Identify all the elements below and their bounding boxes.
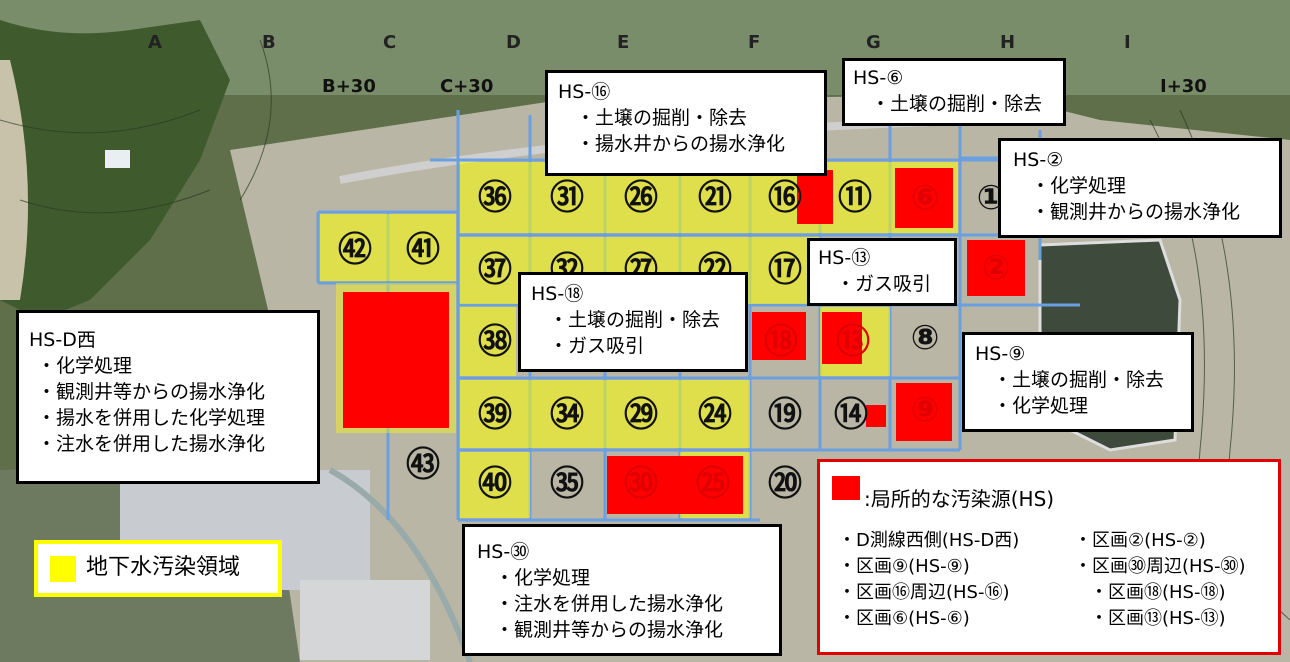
- callout-hs2-line1: ・化学処理: [1031, 175, 1127, 197]
- grid-number-41: ㊶: [406, 230, 440, 270]
- legend-red-swatch: [832, 476, 860, 500]
- hs-block-16: [797, 170, 833, 224]
- callout-hs30-line2: ・注水を併用した揚水浄化: [495, 593, 724, 615]
- grid-number-19: ⑲: [768, 395, 802, 435]
- callout-hs16-title: HS-⑯: [558, 81, 611, 103]
- callout-hsdw-line2: ・観測井等からの揚水浄化: [37, 381, 266, 403]
- legend-item-8: ・区画⑬(HS-⑬): [1090, 608, 1226, 629]
- grid-number-26: ㉖: [624, 178, 658, 218]
- grid-number-30: ㉚: [624, 464, 658, 504]
- grid-number-17: ⑰: [768, 250, 802, 290]
- grid-number-9: ⑨: [910, 390, 940, 430]
- col-label-d: D: [506, 32, 521, 53]
- sub-label-c30: C+30: [440, 76, 494, 97]
- grid-number-35: ㉟: [550, 464, 584, 504]
- grid-number-20: ⑳: [768, 464, 802, 504]
- groundwater-legend: 地下水汚染領域: [34, 540, 282, 597]
- callout-hs18-line2: ・ガス吸引: [549, 335, 645, 357]
- grid-number-31: ㉛: [550, 178, 584, 218]
- hs-block-2: [967, 240, 1025, 296]
- grid-number-8: ⑧: [910, 318, 940, 358]
- col-label-a: A: [148, 32, 162, 53]
- grid-number-14: ⑭: [834, 395, 868, 435]
- grid-number-25: ㉕: [696, 464, 730, 504]
- callout-hs13-line1: ・ガス吸引: [836, 273, 932, 295]
- col-label-e: E: [617, 32, 630, 53]
- callout-hs9-line1: ・土壌の掘削・除去: [993, 369, 1165, 391]
- grid-number-24: ㉔: [698, 395, 732, 435]
- hs-block-30: [607, 456, 743, 514]
- callout-hs2-title: HS-②: [1013, 149, 1064, 171]
- legend-yellow-swatch: [50, 556, 76, 582]
- col-label-f: F: [748, 32, 761, 53]
- callout-hs18-line1: ・土壌の掘削・除去: [549, 309, 721, 331]
- callout-hs30-title: HS-㉚: [477, 541, 530, 563]
- hs-block-d-west: [343, 292, 449, 428]
- legend-title: :局所的な汚染源(HS): [864, 487, 1055, 511]
- callout-hsdw-title: HS-D西: [29, 329, 96, 351]
- callout-hs9: HS-⑨ ・土壌の掘削・除去 ・化学処理: [962, 332, 1194, 432]
- hs-legend: :局所的な汚染源(HS) ・D測線西側(HS-D西) ・区画②(HS-②) ・区…: [817, 459, 1281, 655]
- hs-block-9: [896, 383, 952, 441]
- grid-number-43: ㊸: [406, 445, 440, 485]
- hs-block-18: [752, 312, 806, 360]
- col-label-h: H: [1000, 32, 1016, 53]
- callout-hs6-line1: ・土壌の掘削・除去: [871, 93, 1043, 115]
- callout-hs13: HS-⑬ ・ガス吸引: [807, 238, 957, 306]
- legend-item-1: ・D測線西側(HS-D西): [838, 530, 1020, 551]
- grid-number-6: ⑥: [910, 178, 940, 218]
- hs-block-6: [895, 168, 953, 228]
- callout-hsdw-line4: ・注水を併用した揚水浄化: [37, 433, 266, 455]
- legend-item-3: ・区画⑨(HS-⑨): [838, 556, 970, 577]
- sub-label-b30: B+30: [322, 76, 376, 97]
- callout-hs6-title: HS-⑥: [853, 67, 904, 89]
- legend-item-5: ・区画⑯周辺(HS-⑯): [838, 582, 1010, 603]
- grid-number-39: ㊴: [478, 395, 512, 435]
- callout-hs2: HS-② ・化学処理 ・観測井からの揚水浄化: [998, 138, 1282, 238]
- grid-number-38: ㊳: [478, 322, 512, 362]
- grid-number-21: ㉑: [698, 178, 732, 218]
- grid-number-13: ⑬: [836, 322, 870, 362]
- callout-hs2-line2: ・観測井からの揚水浄化: [1031, 201, 1241, 223]
- callout-hsdw-line1: ・化学処理: [37, 355, 133, 377]
- col-label-c: C: [383, 32, 397, 53]
- callout-hs18-title: HS-⑱: [531, 283, 584, 305]
- callout-hs16-line2: ・揚水井からの揚水浄化: [576, 133, 786, 155]
- sub-label-i30: I+30: [1160, 76, 1207, 97]
- callout-hs30-line1: ・化学処理: [495, 567, 591, 589]
- col-label-i: I: [1124, 32, 1131, 53]
- callout-hs30-line3: ・観測井等からの揚水浄化: [495, 619, 724, 641]
- legend-item-7: ・区画⑥(HS-⑥): [838, 608, 970, 629]
- grid-number-16: ⑯: [768, 178, 802, 218]
- callout-hs30: HS-㉚ ・化学処理 ・注水を併用した揚水浄化 ・観測井等からの揚水浄化: [462, 524, 782, 656]
- callout-hs13-title: HS-⑬: [818, 247, 871, 269]
- grid-number-36: ㊱: [478, 178, 512, 218]
- legend-item-6: ・区画⑱(HS-⑱): [1090, 582, 1226, 603]
- col-label-b: B: [262, 32, 276, 53]
- callout-hs6: HS-⑥ ・土壌の掘削・除去: [842, 58, 1066, 126]
- grid-number-11: ⑪: [838, 178, 872, 218]
- grid-number-40: ㊵: [478, 464, 512, 504]
- callout-hs16: HS-⑯ ・土壌の掘削・除去 ・揚水井からの揚水浄化: [545, 70, 827, 176]
- grid-number-37: ㊲: [478, 250, 512, 290]
- callout-hs-d-west: HS-D西 ・化学処理 ・観測井等からの揚水浄化 ・揚水を併用した化学処理 ・注…: [16, 310, 320, 484]
- callout-hsdw-line3: ・揚水を併用した化学処理: [37, 407, 266, 429]
- callout-hs9-title: HS-⑨: [975, 343, 1026, 365]
- grid-number-42: ㊷: [338, 230, 372, 270]
- col-label-g: G: [866, 32, 881, 53]
- callout-hs9-line2: ・化学処理: [993, 395, 1089, 417]
- legend-item-4: ・区画㉚周辺(HS-㉚): [1074, 556, 1246, 577]
- callout-hs18: HS-⑱ ・土壌の掘削・除去 ・ガス吸引: [518, 272, 748, 372]
- hs-block-13: [822, 312, 862, 364]
- groundwater-label: 地下水汚染領域: [86, 555, 241, 580]
- grid-number-29: ㉙: [624, 395, 658, 435]
- grid-number-18: ⑱: [764, 322, 798, 362]
- grid-number-2: ②: [981, 248, 1011, 288]
- callout-hs16-line1: ・土壌の掘削・除去: [576, 107, 748, 129]
- grid-number-34: ㉞: [550, 395, 584, 435]
- hs-block-14: [866, 405, 886, 427]
- legend-item-2: ・区画②(HS-②): [1074, 530, 1206, 551]
